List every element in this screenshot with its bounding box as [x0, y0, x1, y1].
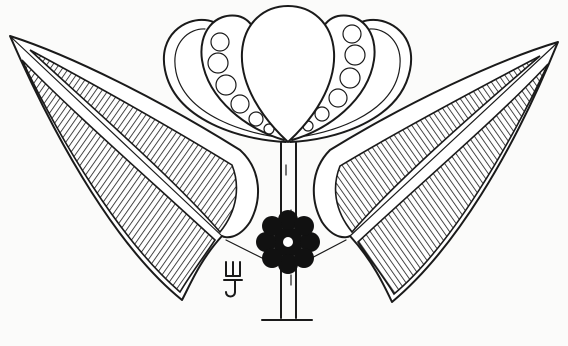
rosette-icon [256, 210, 320, 274]
monogram-icon [224, 262, 242, 297]
flower-bud [164, 6, 411, 142]
